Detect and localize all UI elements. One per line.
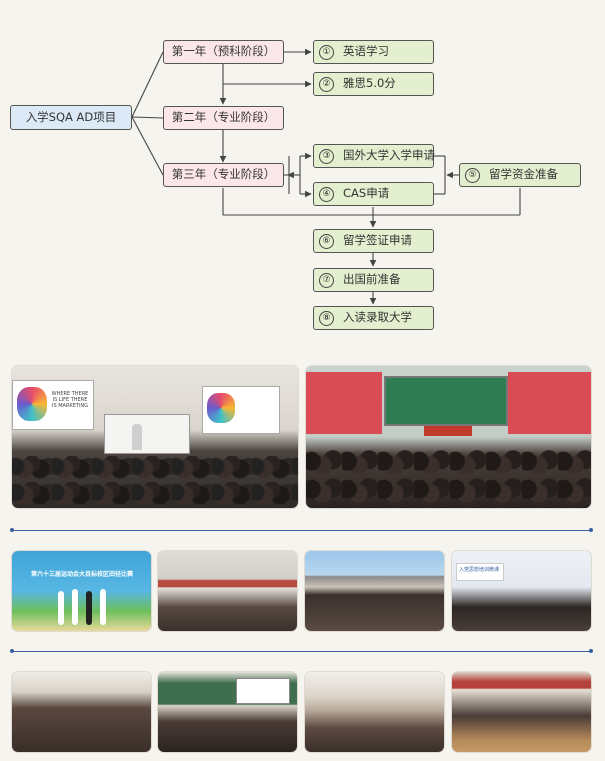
stage-year-1: 第一年（预科阶段） [163, 40, 284, 64]
step-8: ⑧ 入读录取大学 [313, 306, 434, 330]
slide-text-left: WHERE THERE IS LIFE THERE IS MARKETING [51, 391, 89, 409]
start-box: 入学SQA AD项目 [10, 105, 132, 130]
step-3: ③ 国外大学入学申请 [313, 144, 435, 168]
separator-2 [12, 651, 590, 652]
photo-auditorium-event [306, 366, 591, 508]
photo-activity-event [452, 672, 591, 752]
step-5: ⑤ 留学资金准备 [459, 163, 581, 187]
photo-classroom-lecture: WHERE THERE IS LIFE THERE IS MARKETING [12, 366, 298, 508]
separator-dot-right [589, 528, 593, 532]
step-6-label: 留学签证申请 [343, 233, 412, 248]
step-2: ② 雅思5.0分 [313, 72, 434, 96]
step-7-label: 出国前准备 [343, 272, 401, 287]
step-5-label: 留学资金准备 [489, 167, 558, 182]
step-8-label: 入读录取大学 [343, 310, 412, 325]
connector-lines [131, 48, 521, 305]
stage-year-1-label: 第一年（预科阶段） [171, 44, 276, 59]
seminar-banner-text: 入党思想培训微课 [458, 567, 499, 573]
step-2-number: ② [319, 76, 334, 92]
stage-year-3-label: 第三年（专业阶段） [171, 167, 276, 182]
step-6-number: ⑥ [319, 233, 334, 249]
step-7-number: ⑦ [319, 272, 334, 288]
separator-dot-right-2 [589, 649, 593, 653]
sports-banner-text: 第六十三届运动会大目标校区田径比赛 [30, 571, 133, 578]
photo-classroom-blackboard [158, 672, 297, 752]
step-4-label: CAS申请 [343, 186, 390, 201]
photo-sports-meet: 第六十三届运动会大目标校区田径比赛 [12, 551, 151, 631]
photo-lecture-hall [12, 672, 151, 752]
step-7: ⑦ 出国前准备 [313, 268, 434, 292]
step-1-number: ① [319, 44, 334, 60]
separator-1 [12, 530, 590, 531]
step-1-label: 英语学习 [343, 44, 389, 59]
stage-year-2: 第二年（专业阶段） [163, 106, 284, 130]
step-4-number: ④ [319, 186, 334, 202]
stage-year-2-label: 第二年（专业阶段） [171, 110, 276, 125]
photo-seminar-room: 入党思想培训微课 [452, 551, 591, 631]
step-3-label: 国外大学入学申请 [343, 148, 435, 163]
stage-year-3: 第三年（专业阶段） [163, 163, 284, 187]
photo-group-banner [158, 551, 297, 631]
step-2-label: 雅思5.0分 [343, 76, 396, 91]
step-4: ④ CAS申请 [313, 182, 434, 206]
photo-outdoor-group [305, 551, 444, 631]
step-6: ⑥ 留学签证申请 [313, 229, 434, 253]
photo-students-seated [305, 672, 444, 752]
step-8-number: ⑧ [319, 310, 334, 326]
step-5-number: ⑤ [465, 167, 480, 183]
start-label: 入学SQA AD项目 [25, 109, 117, 124]
step-3-number: ③ [319, 148, 334, 164]
step-1: ① 英语学习 [313, 40, 434, 64]
